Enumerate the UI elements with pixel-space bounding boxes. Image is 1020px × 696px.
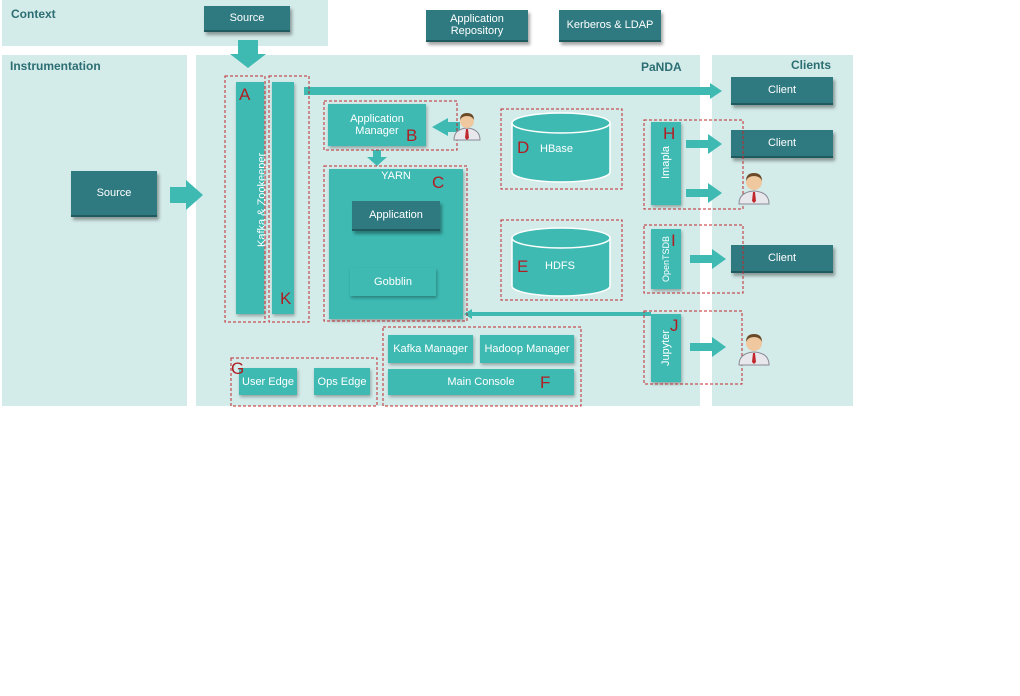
region-letter-b: B bbox=[406, 126, 418, 145]
region-e bbox=[500, 219, 623, 301]
ops-edge-box: Ops Edge bbox=[314, 368, 370, 395]
hbase-cylinder bbox=[511, 112, 611, 183]
region-letter-j: J bbox=[670, 316, 679, 335]
kafka-bar-k bbox=[272, 82, 294, 314]
region-i bbox=[643, 224, 744, 294]
person-icon bbox=[453, 113, 481, 141]
region-h bbox=[643, 119, 744, 210]
region-k bbox=[268, 75, 310, 323]
instrumentation-title: Instrumentation bbox=[10, 59, 101, 73]
instrumentation-panel bbox=[2, 55, 187, 406]
jupyter-bar bbox=[651, 314, 681, 382]
kafka-manager-box: Kafka Manager bbox=[388, 335, 473, 363]
region-letter-a: A bbox=[239, 85, 251, 104]
kafka-bar-a bbox=[236, 82, 264, 314]
arrow-down-icon bbox=[367, 150, 387, 166]
user-edge-box: User Edge bbox=[239, 368, 297, 395]
arrow-left-icon bbox=[432, 118, 460, 136]
clients-panel bbox=[712, 55, 853, 406]
region-letter-f: F bbox=[540, 373, 551, 392]
region-j bbox=[643, 310, 743, 385]
region-f bbox=[382, 326, 582, 407]
arrow-left-icon bbox=[464, 309, 472, 319]
app-repository-box: Application Repository bbox=[426, 10, 528, 42]
arrow-right-icon bbox=[686, 134, 722, 154]
person-icon bbox=[738, 334, 770, 366]
hbase-label: HBase bbox=[540, 143, 574, 155]
opentsdb-bar bbox=[651, 229, 681, 289]
hdfs-label: HDFS bbox=[545, 260, 575, 272]
region-letter-g: G bbox=[231, 359, 245, 378]
yarn-label: YARN bbox=[381, 170, 411, 182]
region-letter-i: I bbox=[671, 231, 676, 250]
region-b bbox=[323, 100, 458, 151]
instrumentation-source-box: Source bbox=[71, 171, 157, 217]
region-letter-h: H bbox=[663, 124, 676, 143]
arrow-right-icon bbox=[690, 337, 726, 357]
region-letter-e: E bbox=[517, 257, 529, 276]
client-box-3: Client bbox=[731, 245, 833, 273]
hdfs-cylinder bbox=[511, 227, 611, 297]
arrow-right-icon bbox=[686, 183, 722, 203]
arrow-right-icon bbox=[170, 180, 203, 210]
kerberos-ldap-box: Kerberos & LDAP bbox=[559, 10, 661, 42]
region-c bbox=[323, 165, 468, 322]
client-box-2: Client bbox=[731, 130, 833, 158]
application-box: Application bbox=[352, 201, 440, 231]
gobblin-box: Gobblin bbox=[350, 268, 436, 296]
application-manager-box: Application Manager bbox=[328, 104, 426, 146]
region-letter-c: C bbox=[432, 173, 445, 192]
context-title: Context bbox=[11, 7, 56, 21]
region-a bbox=[224, 75, 266, 323]
jupyter-yarn-link bbox=[466, 312, 651, 316]
region-g bbox=[230, 357, 378, 407]
person-icon bbox=[738, 173, 770, 205]
main-console-box: Main Console bbox=[388, 369, 574, 395]
arrow-right-icon bbox=[304, 83, 722, 99]
impala-bar bbox=[651, 122, 681, 205]
region-d bbox=[500, 108, 623, 190]
arrow-right-icon bbox=[690, 249, 726, 269]
client-box-1: Client bbox=[731, 77, 833, 105]
arrow-down-icon bbox=[230, 40, 266, 68]
context-source-box: Source bbox=[204, 6, 290, 32]
panda-title: PaNDA bbox=[641, 60, 682, 74]
clients-title: Clients bbox=[791, 58, 832, 72]
region-letter-k: K bbox=[280, 289, 292, 308]
hadoop-manager-box: Hadoop Manager bbox=[480, 335, 574, 363]
region-letter-d: D bbox=[517, 138, 530, 157]
